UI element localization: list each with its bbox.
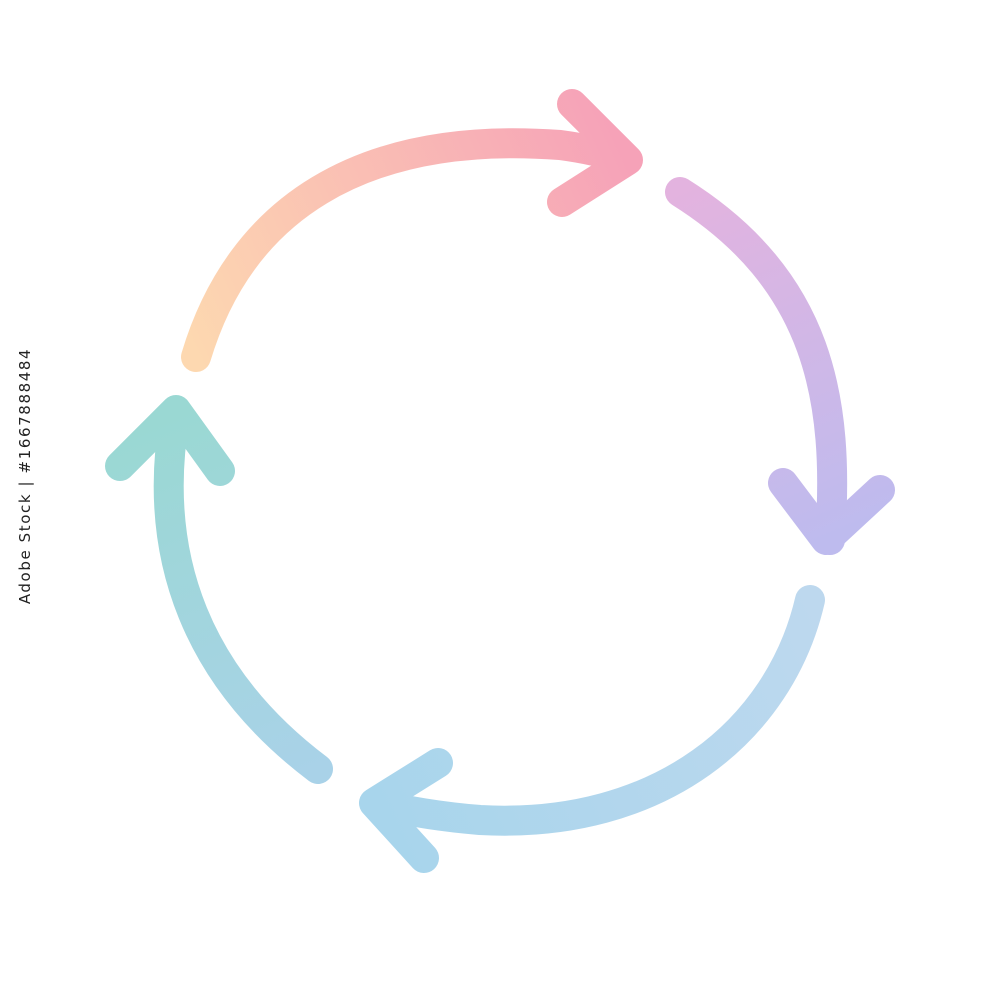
- arrow-right-shaft: [665, 177, 848, 555]
- stock-image-id: Adobe Stock | #1667888484: [13, 0, 37, 1000]
- arrow-left: [105, 395, 333, 784]
- arrow-left-shaft: [153, 400, 333, 784]
- stock-image-id-label: Adobe Stock | #1667888484: [16, 347, 35, 605]
- arrow-top-shaft: [181, 128, 641, 372]
- arrow-right: [665, 177, 895, 555]
- arrow-top: [181, 89, 643, 372]
- arrow-bottom-shaft: [360, 585, 825, 836]
- arrow-top-head: [547, 89, 643, 217]
- arrow-bottom: [359, 585, 825, 873]
- arrow-left-head: [105, 395, 235, 486]
- arrow-right-head: [768, 468, 895, 555]
- arrow-bottom-head: [359, 748, 453, 873]
